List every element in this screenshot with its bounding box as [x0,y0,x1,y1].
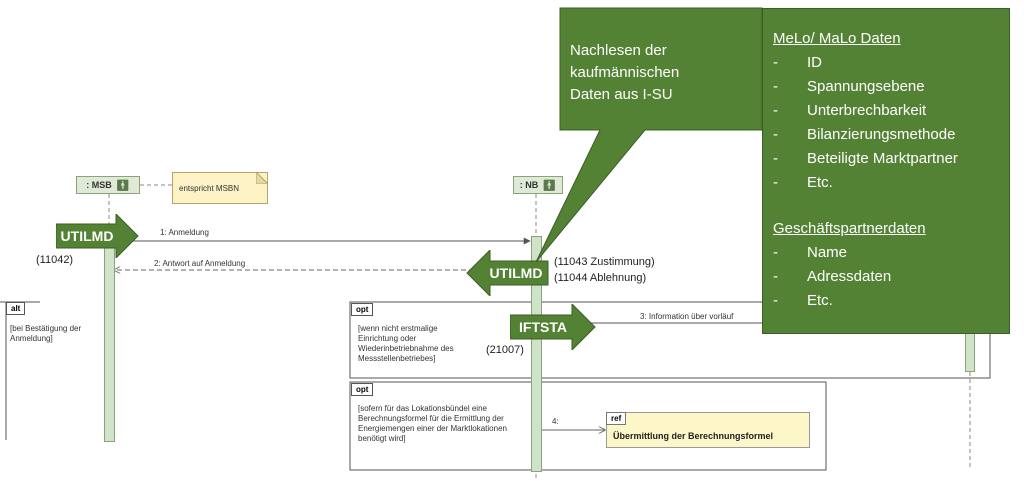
opt-frame-2 [349,381,827,471]
msb-lifeline-head[interactable]: : MSB 🚹︎ [76,176,140,194]
utilmd-arrow-1[interactable]: UTILMD [60,228,114,244]
callout-text: Nachlesen der kaufmännischen Daten aus I… [570,40,679,106]
actor-icon: 🚹︎ [542,179,557,192]
code-11042: (11042) [36,254,74,266]
code-11043: (11043 Zustimmung) [554,256,655,268]
msb-activation [104,236,115,442]
ref-berechnungsformel[interactable]: ref Übermittlung der Berechnungsformel [606,412,810,448]
data-heading-2: Geschäftspartnerdaten [773,220,926,237]
message-1-label: 1: Anmeldung [160,228,209,237]
data-item-marktpartner: Beteiligte Marktpartner [807,150,958,167]
opt-frame-1 [349,301,991,379]
alt-frame-tag: alt [6,302,26,315]
data-box: MeLo/ MaLo Daten -ID -Spannungsebene -Un… [762,8,1010,334]
message-2-label: 2: Antwort auf Anmeldung [154,259,246,268]
nb-activation [531,236,542,472]
opt-frame-1-tag: opt [351,303,374,316]
nb-lifeline-head[interactable]: : NB 🚹︎ [513,176,563,194]
message-3-label: 3: Information über vorläuf [640,312,734,321]
opt-frame-2-guard: [sofern für das Lokationsbündel eine Ber… [358,404,507,443]
callout-line-2: kaufmännischen [570,64,680,81]
opt-frame-2-tag: opt [351,383,374,396]
code-21007: (21007) [486,344,524,356]
ref-title: Übermittlung der Berechnungsformel [613,431,774,441]
nb-lifeline-label: : NB [519,180,539,190]
utilmd-arrow-2[interactable]: UTILMD [489,265,543,281]
utilmd-left-arrow-shape [466,250,549,296]
data-item-bilanzierungsmethode: Bilanzierungsmethode [807,126,956,143]
data-item-unterbrechbarkeit: Unterbrechbarkeit [807,102,927,119]
note-msbn[interactable]: entspricht MSBN [172,172,268,204]
callout-line-3: Daten aus I-SU [570,86,673,103]
data-item-etc-2: Etc. [807,292,833,309]
note-fold-icon [256,172,268,184]
data-item-spannungsebene: Spannungsebene [807,78,925,95]
actor-icon: 🚹︎ [115,179,130,192]
data-heading-1: MeLo/ MaLo Daten [773,30,901,47]
msb-lifeline-label: : MSB [86,180,112,190]
ref-tag: ref [606,412,627,425]
data-item-etc-1: Etc. [807,174,833,191]
alt-guard: [bei Bestätigung der Anmeldung] [10,324,82,343]
callout-line-1: Nachlesen der [570,42,667,59]
opt-frame-1-guard: [wenn nicht erstmalige Einrichtung oder … [358,324,454,363]
data-item-id: ID [807,54,822,71]
utilmd-right-arrow-shape [56,214,139,258]
data-item-name: Name [807,244,848,261]
data-item-adressdaten: Adressdaten [807,268,892,285]
message-4-label: 4: [552,417,559,426]
note-text: entspricht MSBN [179,184,240,193]
code-11044: (11044 Ablehnung) [554,272,647,284]
iftsta-arrow[interactable]: IFTSTA [519,319,567,335]
iftsta-right-arrow-shape [510,304,596,350]
